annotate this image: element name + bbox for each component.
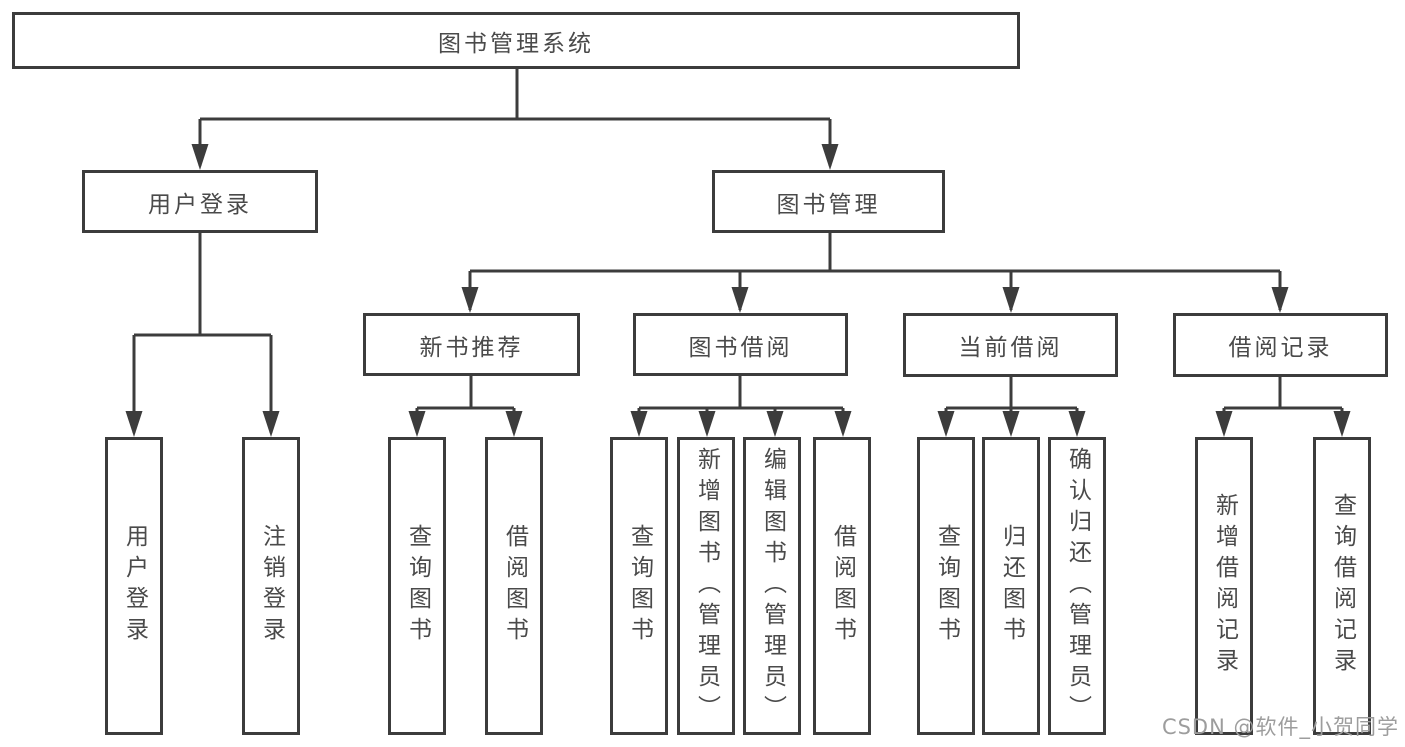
node-label: 借阅图书 — [501, 524, 528, 648]
node-label: 归还图书 — [998, 524, 1025, 648]
node-label: 注销登录 — [258, 524, 285, 648]
node-leaf-add-book-admin: 新增图书（管理员） — [677, 437, 735, 735]
node-leaf-query-book-borrow: 查询图书 — [610, 437, 668, 735]
node-label: 用户登录 — [121, 524, 148, 648]
node-label: 编辑图书（管理员） — [759, 446, 786, 726]
node-new-book-recommendation: 新书推荐 — [363, 313, 580, 376]
node-leaf-confirm-return-admin: 确认归还（管理员） — [1048, 437, 1106, 735]
node-user-login: 用户登录 — [82, 170, 318, 233]
node-library-management-system: 图书管理系统 — [12, 12, 1020, 69]
node-label: 新增借阅记录 — [1211, 493, 1238, 679]
node-leaf-query-borrow-record: 查询借阅记录 — [1313, 437, 1371, 735]
node-book-borrowing: 图书借阅 — [633, 313, 848, 376]
node-label: 查询借阅记录 — [1329, 493, 1356, 679]
node-leaf-return-book: 归还图书 — [982, 437, 1040, 735]
node-book-management: 图书管理 — [712, 170, 945, 233]
node-leaf-user-login: 用户登录 — [105, 437, 163, 735]
node-leaf-borrow-book-rec: 借阅图书 — [485, 437, 543, 735]
node-label: 借阅图书 — [829, 524, 856, 648]
node-current-borrowing: 当前借阅 — [903, 313, 1118, 377]
csdn-watermark: CSDN @软件_小贺同学 — [1161, 715, 1399, 739]
node-label: 查询图书 — [404, 524, 431, 648]
node-leaf-borrow-book: 借阅图书 — [813, 437, 871, 735]
node-leaf-query-book-current: 查询图书 — [917, 437, 975, 735]
node-borrowing-records: 借阅记录 — [1173, 313, 1388, 377]
node-label: 新增图书（管理员） — [693, 446, 720, 726]
node-leaf-add-borrow-record: 新增借阅记录 — [1195, 437, 1253, 735]
node-label: 查询图书 — [933, 524, 960, 648]
node-leaf-query-book-rec: 查询图书 — [388, 437, 446, 735]
node-leaf-edit-book-admin: 编辑图书（管理员） — [743, 437, 801, 735]
node-label: 确认归还（管理员） — [1064, 446, 1091, 726]
node-label: 查询图书 — [626, 524, 653, 648]
node-leaf-logout: 注销登录 — [242, 437, 300, 735]
